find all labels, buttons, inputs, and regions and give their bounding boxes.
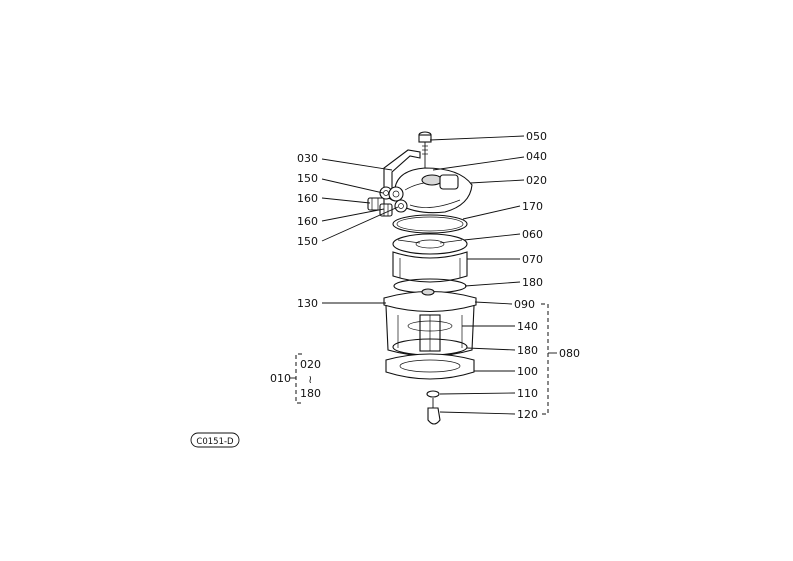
label-160-top: 160 xyxy=(297,192,318,205)
label-040: 040 xyxy=(526,150,547,163)
drain-plug-120 xyxy=(427,398,441,425)
label-110: 110 xyxy=(517,387,538,400)
bolt-050 xyxy=(418,131,432,168)
label-140: 140 xyxy=(517,320,538,333)
part-labels: 050 040 020 030 150 160 160 150 170 060 … xyxy=(270,130,580,421)
label-120: 120 xyxy=(517,408,538,421)
label-080: 080 xyxy=(559,347,580,360)
ring-nut-090 xyxy=(383,288,477,313)
label-group-180: 180 xyxy=(300,387,321,400)
label-180-lower: 180 xyxy=(517,344,538,357)
filter-element-070 xyxy=(392,251,468,283)
label-010: 010 xyxy=(270,372,291,385)
label-020: 020 xyxy=(526,174,547,187)
bowl-130-140 xyxy=(385,305,475,357)
label-group-tilde: ~ xyxy=(304,375,317,384)
label-150-top: 150 xyxy=(297,172,318,185)
bracket-080 xyxy=(541,303,557,415)
label-050: 050 xyxy=(526,130,547,143)
label-030: 030 xyxy=(297,152,318,165)
label-150-bottom: 150 xyxy=(297,235,318,248)
element-cap-060 xyxy=(392,233,468,255)
o-ring-170 xyxy=(392,214,468,234)
label-060: 060 xyxy=(522,228,543,241)
label-180-upper: 180 xyxy=(522,276,543,289)
label-170: 170 xyxy=(522,200,543,213)
label-130: 130 xyxy=(297,297,318,310)
filter-assembly-drawing xyxy=(367,131,477,425)
label-070: 070 xyxy=(522,253,543,266)
label-090: 090 xyxy=(514,298,535,311)
label-160-bottom: 160 xyxy=(297,215,318,228)
bracket-010 xyxy=(290,353,302,404)
washer-110 xyxy=(426,390,440,398)
leader-lines xyxy=(321,135,525,415)
bottom-ring-100 xyxy=(385,353,475,380)
label-100: 100 xyxy=(517,365,538,378)
filter-head-020 xyxy=(394,167,473,214)
code-stamp-text: C0151-D xyxy=(196,437,234,447)
label-group-020: 020 xyxy=(300,358,321,371)
code-stamp: C0151-D xyxy=(190,432,240,448)
